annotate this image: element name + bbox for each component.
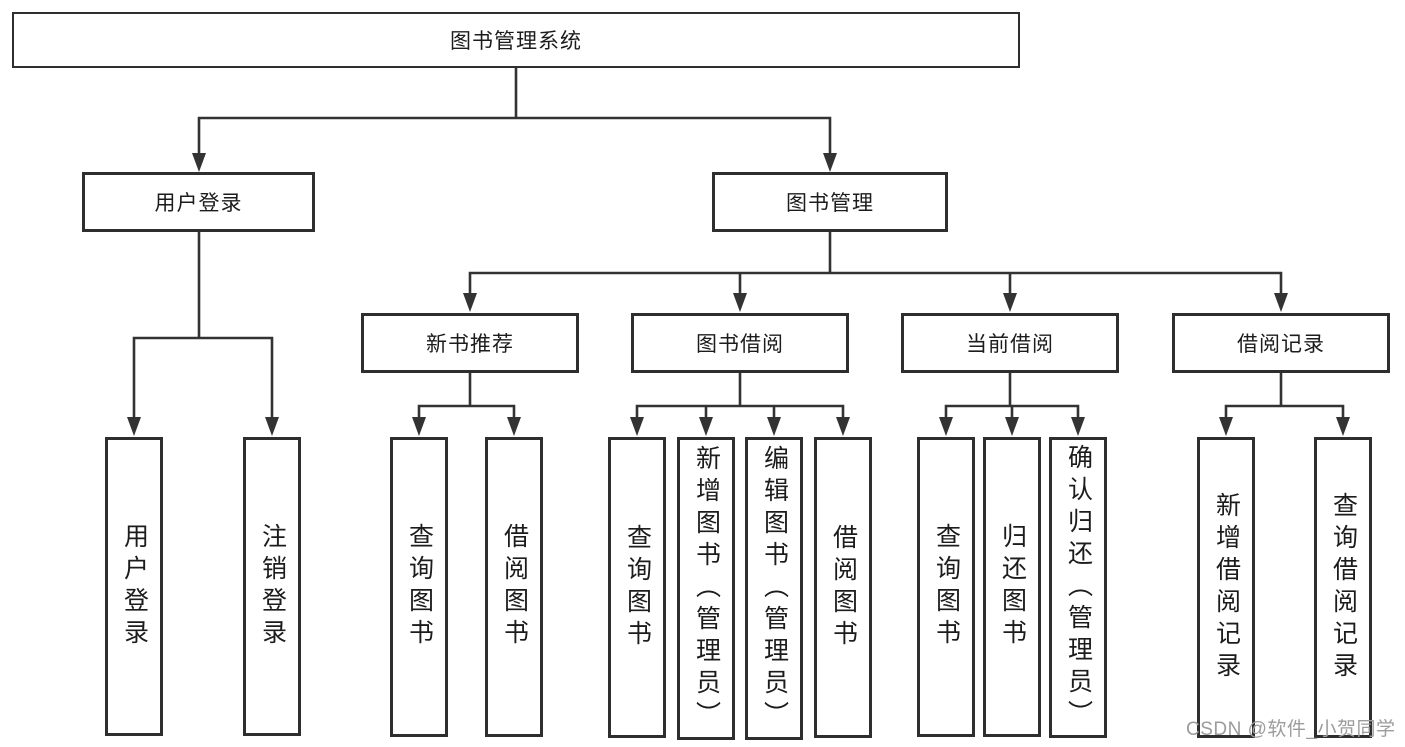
leaf-newbooks-borrow: 借阅图书 (485, 437, 543, 737)
node-book-borrow: 图书借阅 (631, 313, 849, 373)
leaf-borrow-add-admin: 新增图书（管理员） (677, 437, 735, 740)
node-current-borrow: 当前借阅 (901, 313, 1119, 373)
leaf-records-query: 查询借阅记录 (1314, 437, 1372, 738)
node-new-book-recommend: 新书推荐 (361, 313, 579, 373)
leaf-current-query: 查询图书 (917, 437, 975, 737)
leaf-current-confirm-admin: 确认归还（管理员） (1049, 437, 1107, 738)
node-borrow-records: 借阅记录 (1172, 313, 1390, 373)
node-root: 图书管理系统 (12, 12, 1020, 68)
leaf-newbooks-query: 查询图书 (390, 437, 448, 737)
node-book-management: 图书管理 (712, 172, 948, 232)
leaf-borrow-query: 查询图书 (608, 437, 666, 738)
leaf-current-return: 归还图书 (983, 437, 1041, 737)
watermark: CSDN @软件_小贺同学 (1186, 719, 1396, 740)
leaf-user-login: 用户登录 (105, 437, 163, 736)
leaf-logout: 注销登录 (243, 437, 301, 736)
leaf-borrow-edit-admin: 编辑图书（管理员） (745, 437, 803, 740)
leaf-records-add: 新增借阅记录 (1197, 437, 1255, 738)
leaf-borrow-borrow: 借阅图书 (814, 437, 872, 738)
node-user-login: 用户登录 (82, 172, 315, 232)
